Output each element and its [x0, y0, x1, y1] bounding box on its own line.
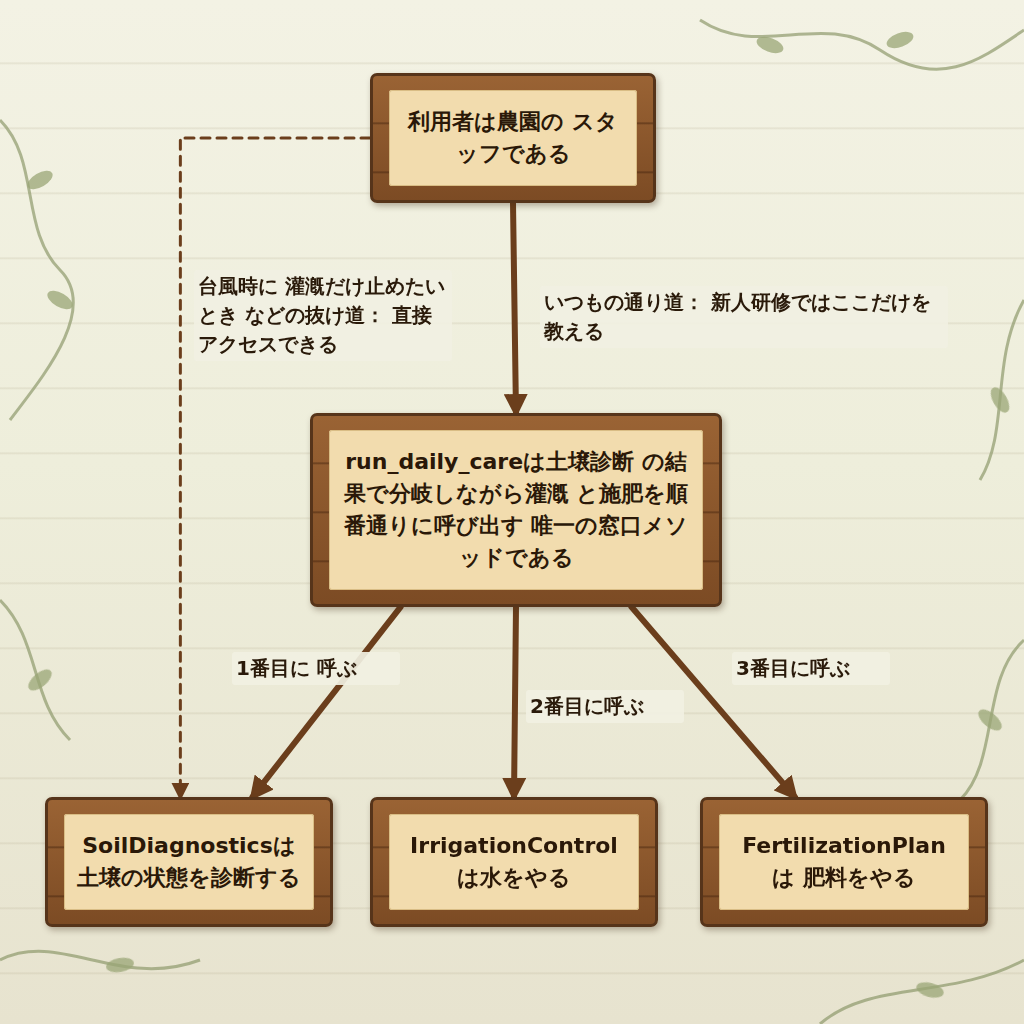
leaf: [987, 384, 1013, 415]
call-arrow: [513, 203, 516, 413]
board-text: 利用者は農園の スタッフである: [389, 90, 637, 186]
edge-label: 台風時に 灌漑だけ止めたい とき などの抜け道： 直接アクセスできる: [194, 270, 452, 361]
board-text: run_daily_careは土壌診断 の結果で分岐しながら灌漑 と施肥を順番通…: [329, 430, 703, 590]
edge-label: いつもの通り道： 新人研修ではここだけを教える: [540, 286, 948, 348]
vine: [0, 120, 73, 420]
vine: [960, 640, 1024, 800]
vine: [0, 600, 70, 740]
edge-label: 3番目に呼ぶ: [732, 652, 890, 685]
edge-label: 2番目に呼ぶ: [526, 690, 684, 723]
board-text: SoilDiagnosticsは 土壌の状態を診断する: [64, 814, 314, 910]
leaf: [44, 287, 75, 313]
leaf: [105, 956, 135, 975]
class-board: SoilDiagnosticsは 土壌の状態を診断する: [45, 797, 333, 927]
board-text: IrrigationControl は水をやる: [389, 814, 639, 910]
leaf: [24, 167, 55, 193]
leaf: [25, 666, 55, 695]
leaf: [915, 980, 946, 1001]
call-arrow: [252, 607, 400, 797]
vine: [700, 20, 1024, 69]
vine: [980, 300, 1024, 480]
vine: [820, 960, 1024, 1024]
leaf: [975, 706, 1005, 735]
method-board: run_daily_careは土壌診断 の結果で分岐しながら灌漑 と施肥を順番通…: [310, 413, 722, 607]
call-arrow: [514, 607, 516, 797]
class-board: FertilizationPlanは 肥料をやる: [700, 797, 988, 927]
leaf: [754, 34, 785, 57]
board-text: FertilizationPlanは 肥料をやる: [719, 814, 969, 910]
vine: [0, 951, 200, 968]
user-board: 利用者は農園の スタッフである: [370, 73, 656, 203]
leaf: [884, 29, 915, 52]
edge-label: 1番目に 呼ぶ: [232, 652, 400, 685]
class-board: IrrigationControl は水をやる: [370, 797, 658, 927]
